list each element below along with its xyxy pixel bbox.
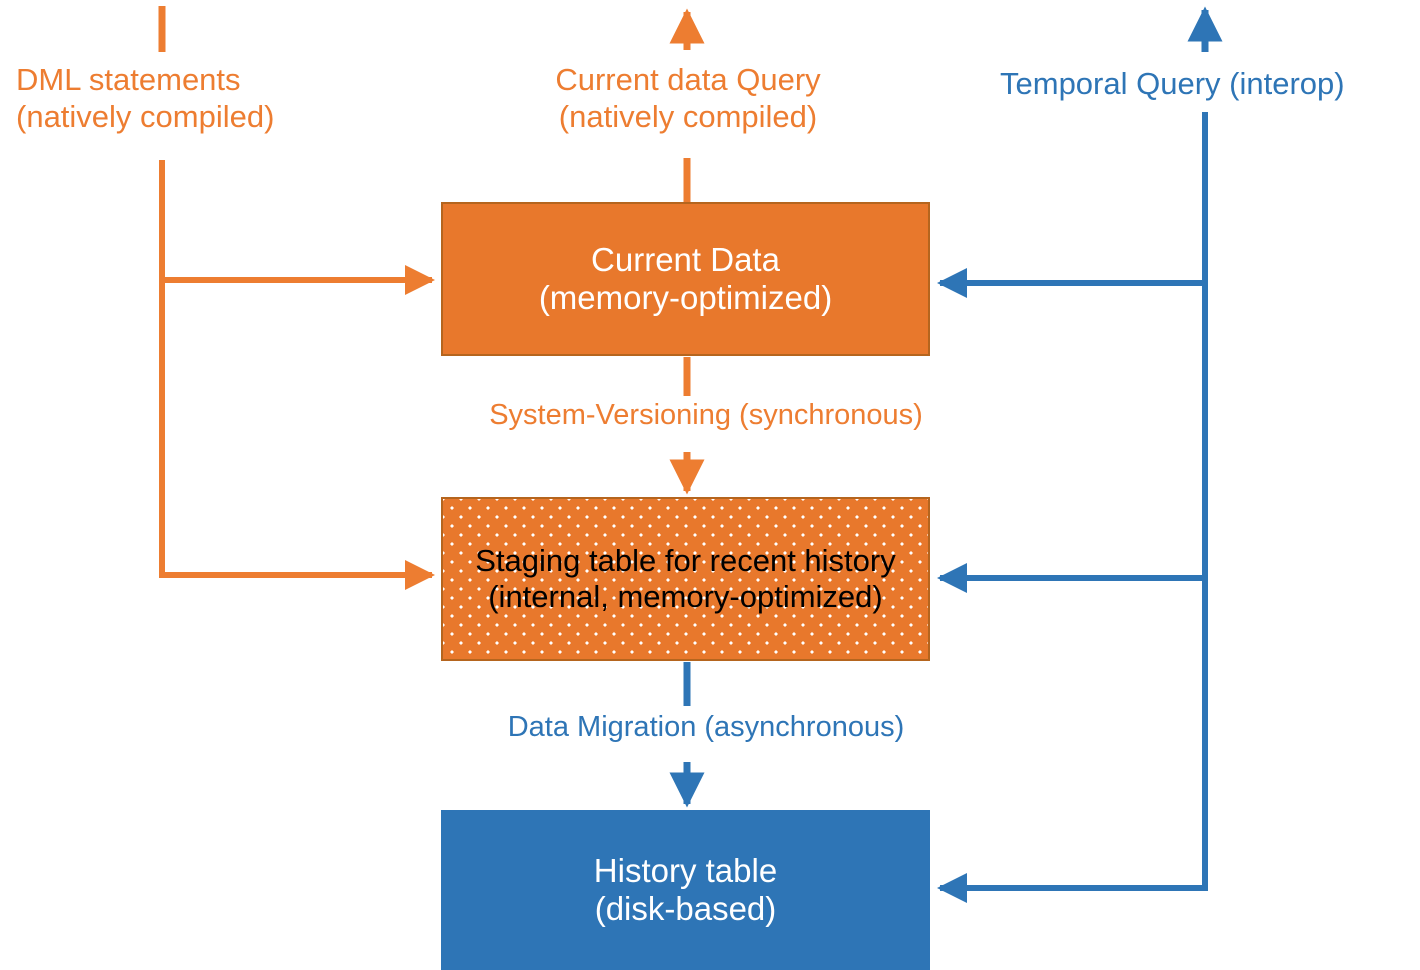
node-staging-table[interactable]: Staging table for recent history (intern…: [441, 497, 930, 661]
edge-dml-to-staging-table: [159, 280, 435, 590]
label-system-versioning: System-Versioning (synchronous): [489, 399, 923, 431]
edge-temporal-query-to-history-table: [937, 578, 1208, 903]
label-current-data-query: Current data Query (natively compiled): [555, 62, 821, 134]
label-temporal-query: Temporal Query (interop): [1000, 66, 1345, 101]
node-history-table[interactable]: History table (disk-based): [441, 810, 930, 970]
label-dml-statements: DML statements (natively compiled): [16, 62, 275, 134]
label-data-migration: Data Migration (asynchronous): [507, 711, 905, 743]
node-staging-table-label: Staging table for recent history (intern…: [475, 543, 896, 614]
node-current-data-label: Current Data (memory-optimized): [538, 240, 833, 316]
node-current-data[interactable]: Current Data (memory-optimized): [441, 202, 930, 356]
edge-dml-to-current-data: [159, 160, 435, 295]
edge-temporal-query-to-staging-table: [937, 283, 1208, 593]
edge-temporal-query-to-current-data: [937, 112, 1208, 298]
node-history-table-label: History table (disk-based): [593, 851, 778, 927]
